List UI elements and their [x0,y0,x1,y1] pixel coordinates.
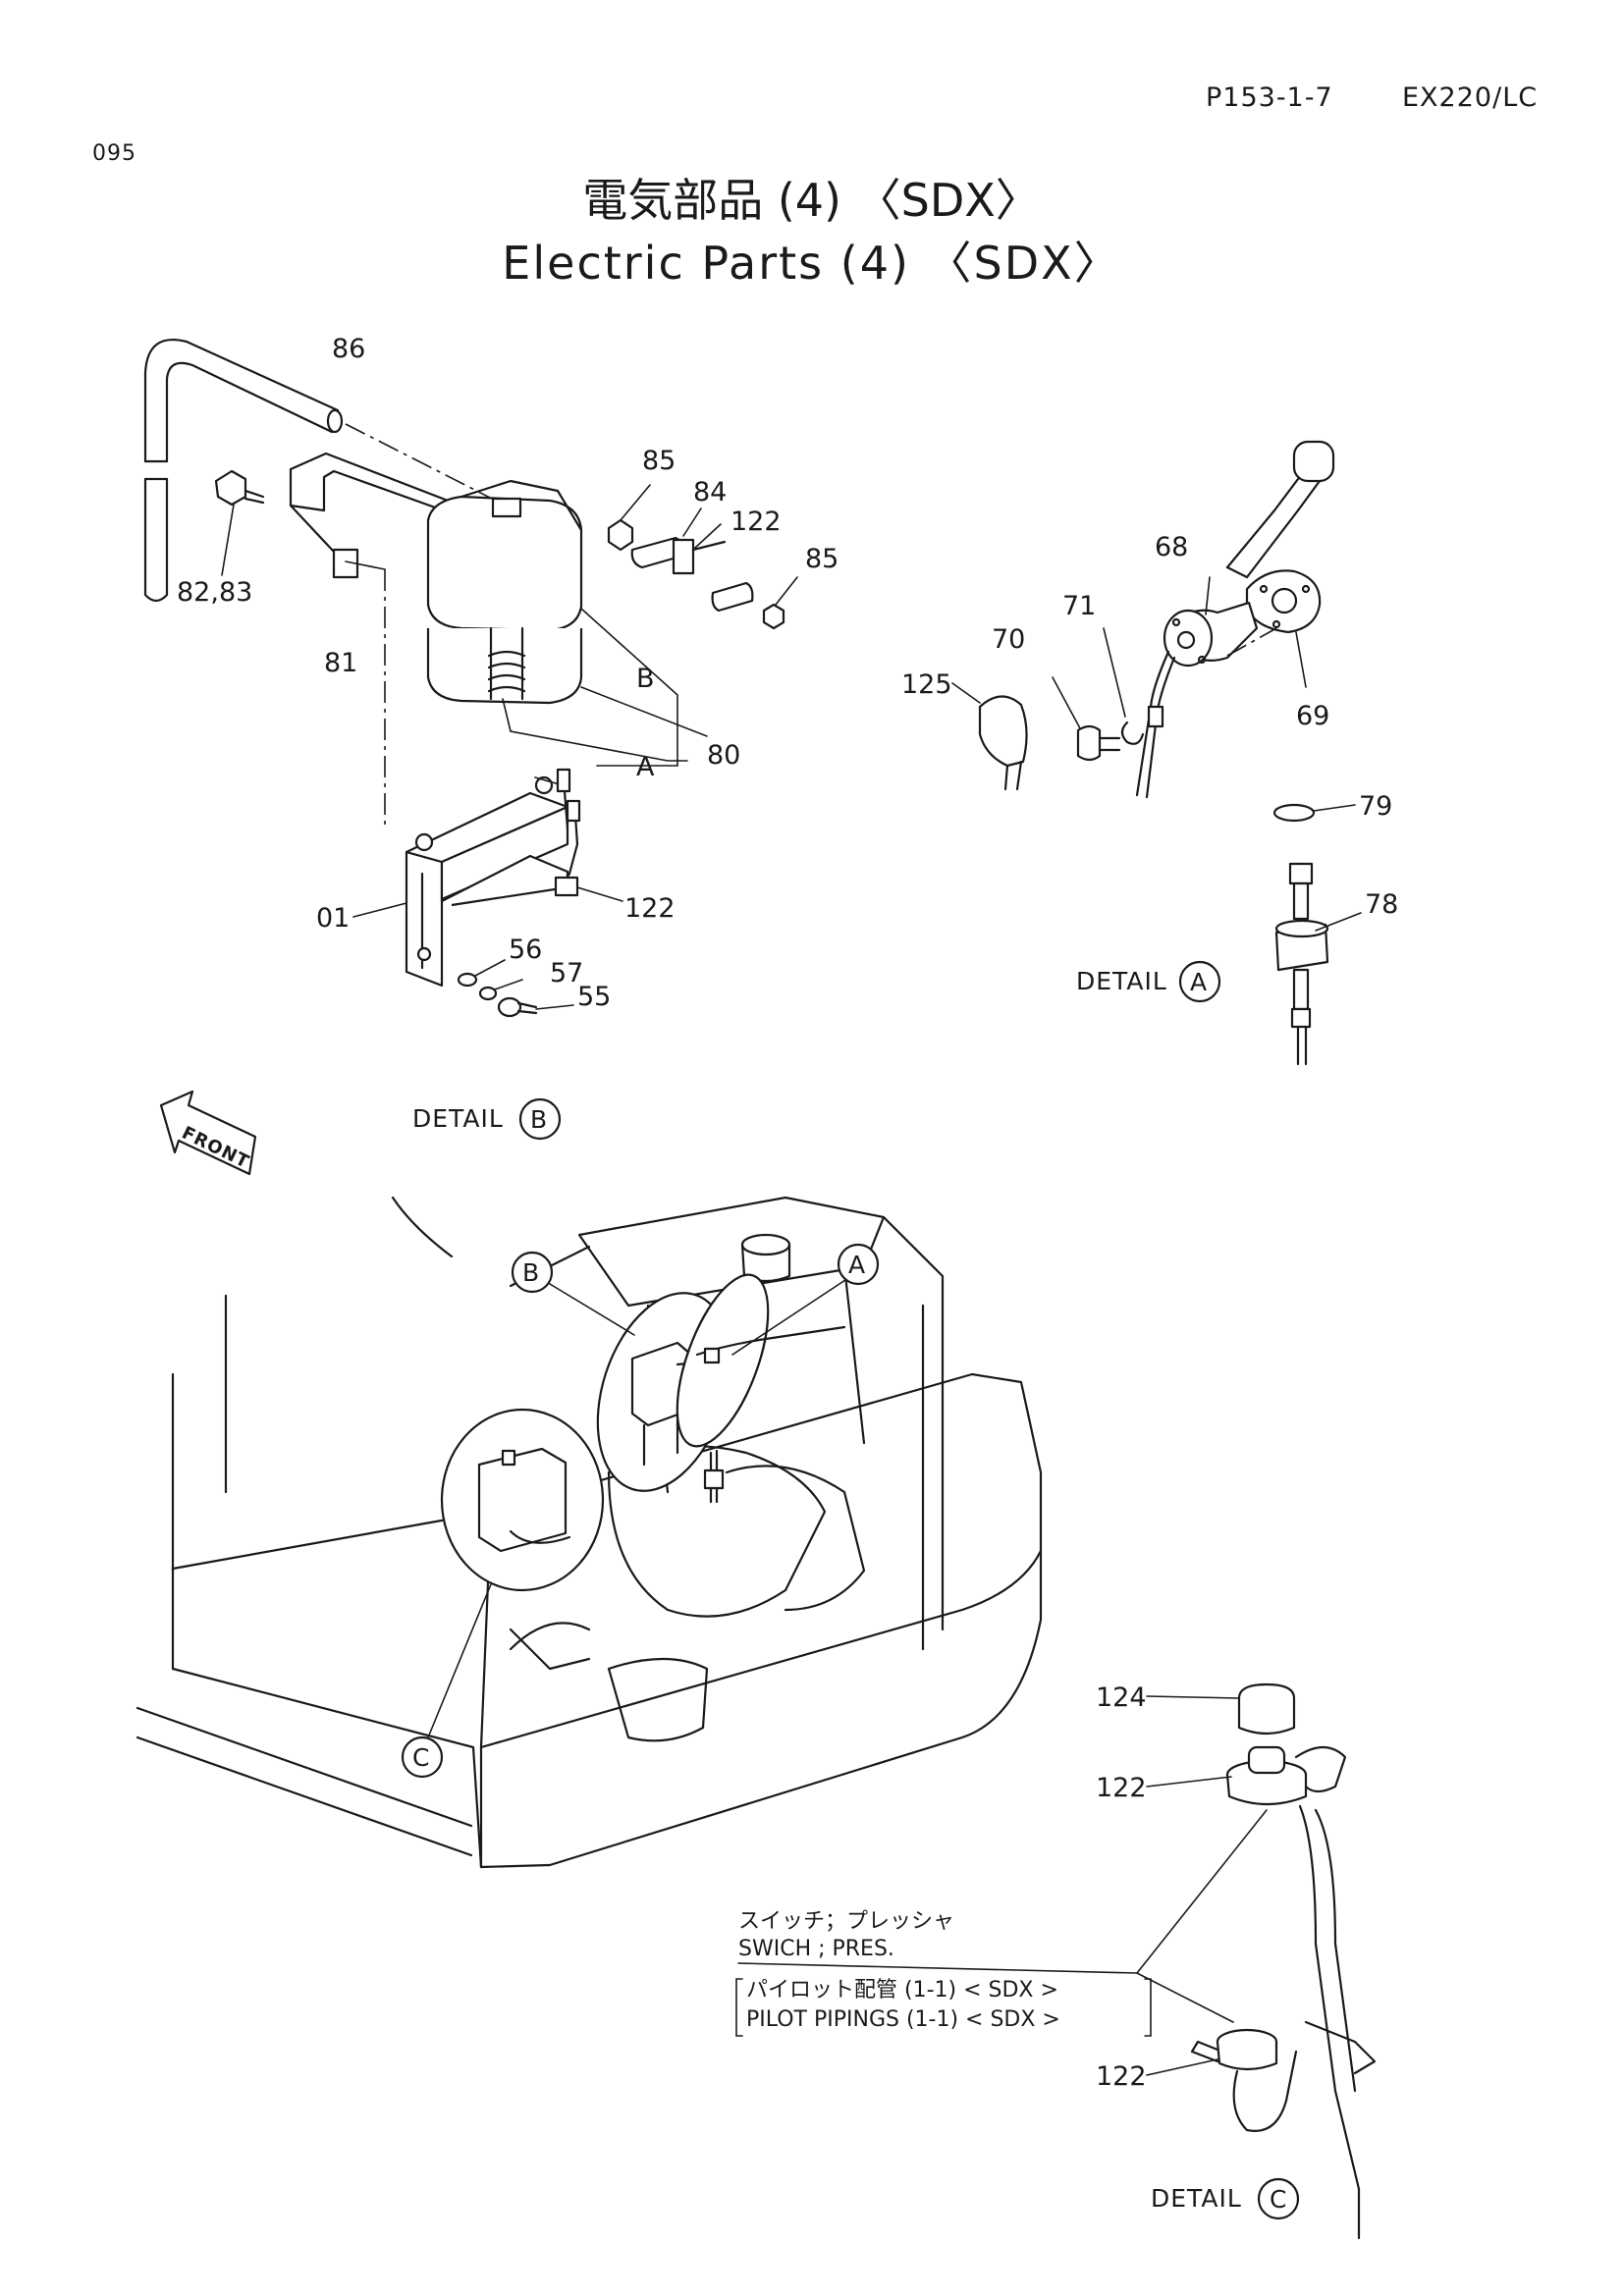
note-pilot-jp: パイロット配管 (1-1) < SDX > [746,1978,1058,2002]
detail-a-assembly [951,440,1362,1066]
part-label: 122 [1096,2061,1147,2092]
part-label: 84 [693,477,727,507]
title-english: Electric Parts (4) 〈SDX〉 [502,237,1121,290]
detail-b-text: DETAIL [412,1104,504,1133]
part-label: 68 [1155,532,1188,562]
part-label: 79 [1359,791,1392,822]
part-label: 80 [707,740,740,771]
detail-c-text: DETAIL [1151,2184,1242,2213]
part-label: 85 [642,446,676,476]
callout-a: A [848,1251,866,1279]
callout-c: C [412,1743,430,1772]
note-pilot-en: PILOT PIPINGS (1-1) < SDX > [746,2007,1060,2032]
part-label: 70 [992,624,1025,655]
callout-circles: B A C [401,1243,880,1779]
part-label: 125 [901,669,952,700]
part-label: 78 [1365,889,1398,920]
note-bracket [735,1962,1152,2037]
front-arrow-icon: FRONT [159,1090,257,1176]
part-label: 122 [1096,1773,1147,1803]
note-switch-en: SWICH ; PRES. [738,1937,894,1961]
page-number: 095 [92,141,136,166]
part-label: B [636,664,655,694]
part-label: 124 [1096,1682,1147,1713]
part-label: 57 [550,958,583,988]
part-label: 82,83 [177,577,252,608]
part-label: 69 [1296,701,1329,731]
part-label: 01 [316,903,350,934]
page-reference: P153-1-7 [1206,82,1333,113]
part-label: A [636,752,655,782]
part-label: 122 [624,893,676,924]
part-label: 122 [730,507,782,537]
part-label: 56 [509,934,542,965]
part-label: 55 [577,982,611,1012]
detail-a-text: DETAIL [1076,967,1167,995]
callout-b: B [522,1258,540,1287]
part-number-labels: 86 85 84 122 85 82,83 81 B 80 A 01 122 5… [177,334,1398,2092]
part-label: 71 [1062,591,1096,621]
model-code: EX220/LC [1402,82,1539,113]
detail-c-assembly [1136,1682,1377,2240]
detail-labels: DETAIL A DETAIL B DETAIL C [412,967,1287,2214]
detail-b-assembly [143,339,798,1018]
note-switch-jp: スイッチ；プレッシャ [738,1909,955,1934]
detail-b-letter: B [530,1105,548,1134]
title-japanese: 電気部品 (4) 〈SDX〉 [582,174,1041,227]
detail-a-letter: A [1190,968,1208,996]
part-label: 85 [805,544,839,574]
part-label: 86 [332,334,365,364]
detail-c-letter: C [1270,2185,1287,2214]
machine-overview [135,1196,1043,1869]
part-label: 81 [324,648,357,678]
